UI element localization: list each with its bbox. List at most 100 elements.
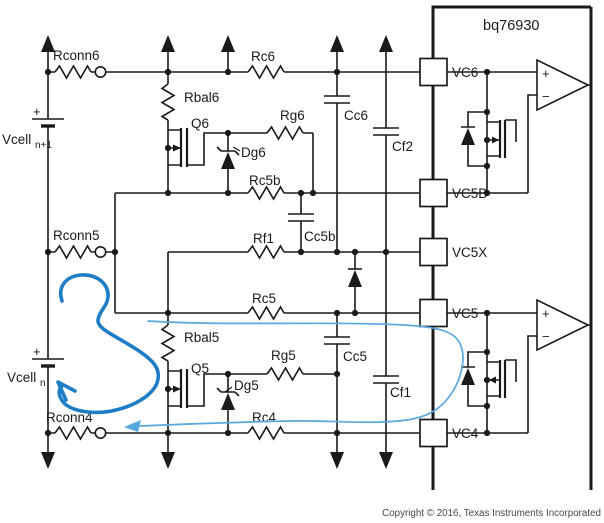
q5-gate-lead [187, 373, 228, 407]
internal-diode-lower [461, 351, 487, 407]
arrow-down-icon [330, 452, 344, 469]
terminal-circle [94, 426, 107, 439]
current-path-annotation [139, 320, 464, 427]
junction-dots [44, 68, 491, 437]
label-q5: Q5 [191, 361, 209, 376]
capacitor-cc5b [288, 213, 314, 222]
dg5-pointer [224, 386, 233, 393]
label-rbal6: Rbal6 [184, 90, 219, 105]
connector-terminals [94, 66, 107, 439]
annotations [56, 273, 464, 432]
capacitors [288, 95, 399, 384]
label-rconn5: Rconn5 [53, 228, 100, 243]
q6-body-arrow [173, 144, 181, 152]
label-vcell-lower-sub: n [40, 378, 46, 389]
battery-upper-plus: + [33, 104, 41, 119]
label-rf1: Rf1 [253, 231, 274, 246]
q5-body-arrow [173, 385, 181, 393]
opamp-upper: + − [536, 58, 590, 112]
label-cf2: Cf2 [392, 139, 413, 154]
opamp-upper-minus: − [542, 89, 550, 104]
label-rc5: Rc5 [252, 291, 276, 306]
pin-square-vc4 [419, 418, 448, 448]
resistor-rconn6 [54, 64, 92, 80]
component-labels: Rconn6 Rc6 Rbal6 Q6 Rg6 Dg6 Rc5b Cc6 Cf2… [46, 48, 413, 425]
arrow-up-icon [161, 35, 175, 52]
resistor-rg5 [266, 366, 304, 382]
label-cc6: Cc6 [344, 108, 368, 123]
internal-fet-upper [487, 119, 517, 158]
arrow-up-icon [379, 35, 393, 52]
mosfet-q6 [168, 128, 228, 167]
pin-label-vc4: VC4 [452, 426, 479, 441]
capacitor-cc5 [324, 336, 350, 345]
resistor-rf1 [247, 244, 285, 260]
arrow-down-icon [41, 452, 55, 469]
label-rc4: Rc4 [252, 410, 276, 425]
label-rc5b: Rc5b [249, 173, 281, 188]
pin-label-vc5: VC5 [452, 306, 478, 321]
terminal-circle [94, 246, 107, 259]
battery-vcell-upper [32, 118, 64, 128]
internal-fet-lower [487, 359, 517, 398]
arrow-up-icon [41, 35, 55, 52]
diode-vc5x [348, 268, 362, 287]
resistor-rg6 [266, 125, 304, 141]
internal-diode-upper [461, 111, 487, 167]
pin-label-vc5x: VC5X [452, 245, 487, 260]
pin-label-vc5b: VC5B [452, 186, 487, 201]
zener-dg5 [216, 386, 240, 410]
pin-square-vc5x [419, 237, 448, 267]
resistor-rc5 [247, 305, 285, 321]
terminal-circle [94, 66, 107, 79]
arrow-down-icon [161, 452, 175, 469]
arrow-up-icon [330, 35, 344, 52]
pin-label-vc6: VC6 [452, 65, 478, 80]
current-path-arrowhead-icon [124, 420, 141, 432]
label-cc5b: Cc5b [304, 229, 336, 244]
resistor-rc6 [247, 64, 285, 80]
label-cf1: Cf1 [390, 385, 411, 400]
resistor-rbal5 [160, 324, 176, 362]
arrow-up-icon [221, 35, 235, 52]
opamp-lower-minus: − [542, 329, 550, 344]
battery-lower-plus: + [33, 344, 41, 359]
opamp-lower-plus: + [542, 306, 550, 321]
source-labels: + Vcell n+1 + Vcell n [2, 104, 52, 389]
continuation-arrows [41, 35, 393, 469]
wires [47, 52, 591, 452]
resistor-rconn5 [54, 244, 92, 260]
copyright-text: Copyright © 2016, Texas Instruments Inco… [382, 508, 601, 519]
chip-title: bq76930 [483, 18, 539, 34]
pin-blocks: VC6 VC5B VC5X VC5 VC4 [419, 57, 487, 448]
resistor-rbal6 [160, 83, 176, 121]
resistor-rconn4 [54, 425, 92, 441]
pin-square-vc6 [419, 57, 448, 87]
label-rc6: Rc6 [251, 49, 275, 64]
label-rg6: Rg6 [280, 108, 305, 123]
pin-square-vc5 [419, 298, 448, 328]
opamp-upper-plus: + [542, 66, 550, 81]
resistors [54, 64, 304, 441]
label-rbal5: Rbal5 [184, 330, 219, 345]
capacitor-cc6 [324, 95, 350, 104]
label-rconn6: Rconn6 [53, 48, 100, 63]
resistor-rc4 [247, 425, 285, 441]
q6-gate-lead [187, 132, 228, 166]
balancing-loop-arrowhead-icon [56, 380, 77, 402]
label-vcell-upper: Vcell [2, 132, 31, 147]
label-vcell-upper-sub: n+1 [35, 140, 52, 151]
balancing-loop-annotation [57, 273, 161, 415]
capacitor-cf2 [373, 127, 399, 136]
opamp-lower: + − [536, 298, 590, 352]
label-q6: Q6 [191, 116, 209, 131]
capacitor-cf1 [373, 375, 399, 384]
battery-vcell-lower [32, 358, 64, 368]
label-rconn4: Rconn4 [46, 410, 93, 425]
pin-square-vc5b [419, 178, 448, 208]
label-rg5: Rg5 [271, 348, 296, 363]
dg6-pointer [232, 146, 241, 152]
zener-dg6 [216, 146, 241, 169]
